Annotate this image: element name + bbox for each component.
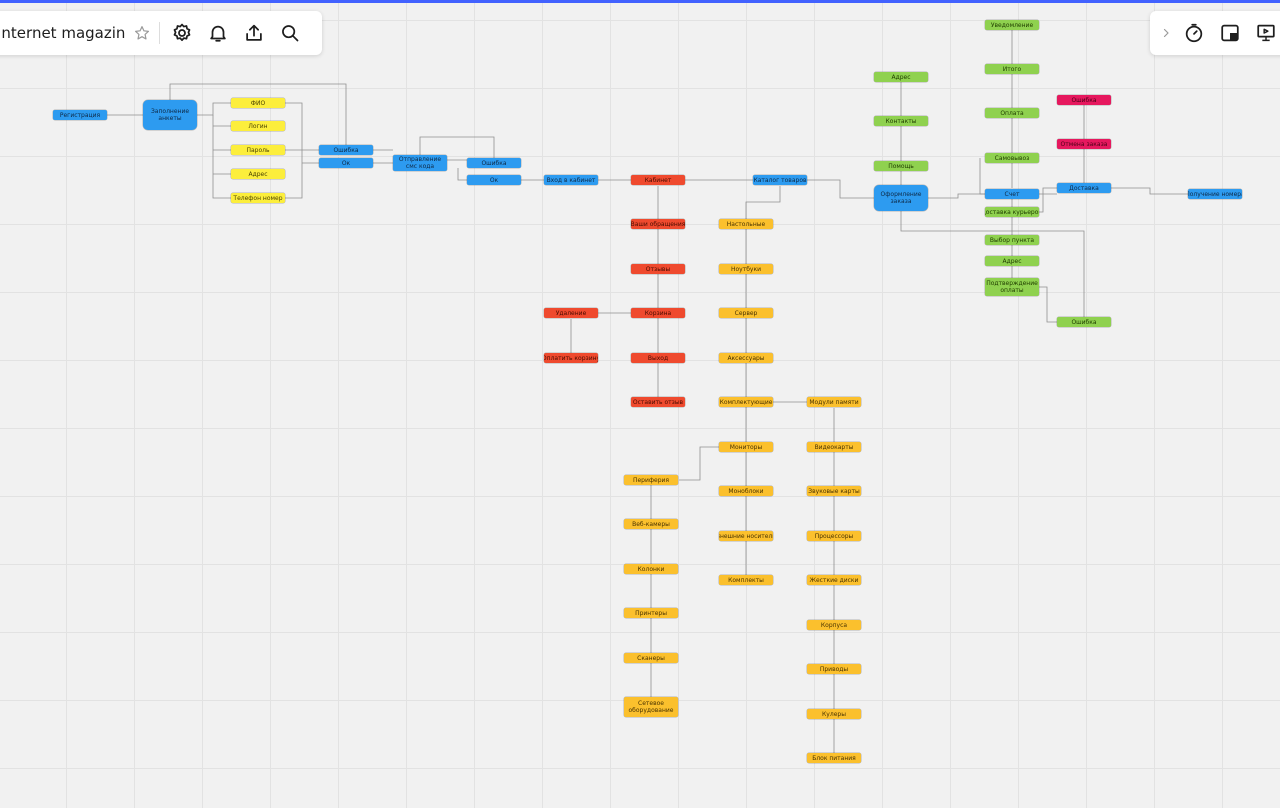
node-component[interactable]: Приводы <box>807 664 861 674</box>
node-error[interactable]: Ошибка <box>467 158 521 168</box>
search-icon[interactable] <box>272 15 308 51</box>
node-catalog-item[interactable]: Внешние носители <box>719 531 773 541</box>
node-your-orders[interactable]: Ваши обращения <box>631 219 685 229</box>
bell-icon[interactable] <box>200 15 236 51</box>
node-catalog-item[interactable]: Настольные <box>719 219 773 229</box>
node-fill-form[interactable]: Заполнение анкеты <box>143 100 197 130</box>
connectors <box>107 25 1188 758</box>
node-place-order[interactable]: Оформление заказа <box>874 185 928 211</box>
node-notification[interactable]: Уведомление <box>985 20 1039 30</box>
node-component[interactable]: Жесткие диски <box>807 575 861 585</box>
node-ok[interactable]: Ок <box>319 158 373 168</box>
upload-icon[interactable] <box>236 15 272 51</box>
node-contacts[interactable]: Контакты <box>874 116 928 126</box>
node-catalog-item[interactable]: Моноблоки <box>719 486 773 496</box>
node-component[interactable]: Корпуса <box>807 620 861 630</box>
node-password[interactable]: Пароль <box>231 145 285 155</box>
node-address[interactable]: Адрес <box>231 169 285 179</box>
node-component[interactable]: Видеокарты <box>807 442 861 452</box>
node-phone[interactable]: Телефон номер <box>231 193 285 203</box>
node-login[interactable]: Логин <box>231 121 285 131</box>
node-peripheral[interactable]: Колонки <box>624 564 678 574</box>
node-peripheral[interactable]: Веб-камеры <box>624 519 678 529</box>
node-component[interactable]: Кулеры <box>807 709 861 719</box>
present-icon[interactable] <box>1248 15 1280 51</box>
node-peripheral[interactable]: Сетевое оборудование <box>624 697 678 717</box>
node-send-code[interactable]: Отправление смс кода <box>393 155 447 171</box>
node-catalog-item[interactable]: Мониторы <box>719 442 773 452</box>
node-pickup[interactable]: Самовывоз <box>985 153 1039 163</box>
collaboration-toolbar <box>1150 11 1280 55</box>
node-leave-review[interactable]: Оставить отзыв <box>631 397 685 407</box>
node-cart[interactable]: Корзина <box>631 308 685 318</box>
node-logout[interactable]: Выход <box>631 353 685 363</box>
node-catalog-item[interactable]: Аксессуары <box>719 353 773 363</box>
node-catalog-item[interactable]: Комплекты <box>719 575 773 585</box>
gear-icon[interactable] <box>164 15 200 51</box>
node-peripheral[interactable]: Периферия <box>624 475 678 485</box>
node-peripheral[interactable]: Принтеры <box>624 608 678 618</box>
node-error[interactable]: Ошибка <box>319 145 373 155</box>
node-catalog[interactable]: Каталог товаров <box>753 175 807 185</box>
node-reviews[interactable]: Отзывы <box>631 264 685 274</box>
node-component[interactable]: Звуковые карты <box>807 486 861 496</box>
star-icon[interactable] <box>129 15 155 51</box>
board-title[interactable]: Internet magazin <box>0 24 126 42</box>
node-pay-cart[interactable]: Оплатить корзину <box>544 353 598 363</box>
node-payment[interactable]: Оплата <box>985 108 1039 118</box>
top-accent-line <box>0 0 1280 3</box>
node-cancel-order[interactable]: Отмена заказа <box>1057 139 1111 149</box>
node-delivery[interactable]: Доставка <box>1057 183 1111 193</box>
node-registration[interactable]: Регистрация <box>53 110 107 120</box>
node-help[interactable]: Помощь <box>874 161 928 171</box>
node-catalog-item[interactable]: Комплектующие <box>719 397 773 407</box>
node-choose-point[interactable]: Выбор пункта <box>985 235 1039 245</box>
node-total[interactable]: Итого <box>985 64 1039 74</box>
node-receipt[interactable]: Получение номера <box>1188 189 1242 199</box>
node-cabinet[interactable]: Кабинет <box>631 175 685 185</box>
chevron-right-icon[interactable] <box>1156 15 1176 51</box>
node-component[interactable]: Блок питания <box>807 753 861 763</box>
node-component[interactable]: Модули памяти <box>807 397 861 407</box>
node-catalog-item[interactable]: Ноутбуки <box>719 264 773 274</box>
node-address[interactable]: Адрес <box>985 256 1039 266</box>
node-catalog-item[interactable]: Сервер <box>719 308 773 318</box>
toolbar-divider <box>159 22 161 44</box>
node-ok[interactable]: Ок <box>467 175 521 185</box>
node-delete[interactable]: Удаление <box>544 308 598 318</box>
timer-icon[interactable] <box>1176 15 1212 51</box>
node-component[interactable]: Процессоры <box>807 531 861 541</box>
node-login-cabinet[interactable]: Вход в кабинет <box>544 175 598 185</box>
node-error[interactable]: Ошибка <box>1057 317 1111 327</box>
node-courier[interactable]: Доставка курьером <box>985 207 1039 217</box>
board-toolbar: Internet magazin <box>0 11 322 55</box>
node-payment-confirm[interactable]: Подтверждение оплаты <box>985 278 1039 296</box>
node-error[interactable]: Ошибка <box>1057 95 1111 105</box>
node-fio[interactable]: ФИО <box>231 98 285 108</box>
card-icon[interactable] <box>1212 15 1248 51</box>
node-address-info[interactable]: Адрес <box>874 72 928 82</box>
node-peripheral[interactable]: Сканеры <box>624 653 678 663</box>
node-invoice[interactable]: Счет <box>985 189 1039 199</box>
